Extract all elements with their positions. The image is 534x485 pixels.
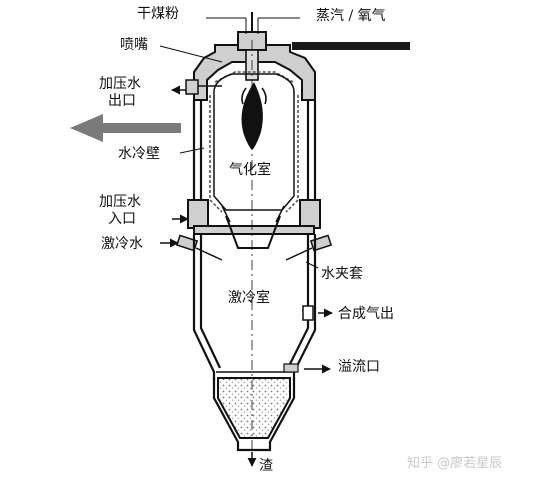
- top-cap: [193, 44, 316, 101]
- slag-hopper-outline: [212, 378, 296, 452]
- slag-label: 渣: [259, 458, 273, 474]
- syngas-outlet-nozzle: [302, 305, 314, 321]
- overflow-port-label: 溢流口: [338, 359, 380, 375]
- throat-nozzle-left: [221, 205, 231, 223]
- gasification-chamber-wall: [213, 73, 295, 211]
- flame-side-right: [261, 87, 267, 105]
- steam-oxygen-pipe: [292, 42, 410, 50]
- quench-vessel: [192, 234, 317, 380]
- nozzle-label: 喷嘴: [120, 37, 148, 53]
- quench-chamber-label: 激冷室: [228, 290, 270, 306]
- throat-cone: [225, 215, 281, 249]
- water-jacket-label: 水夹套: [321, 266, 363, 282]
- pressurized-water-inlet-label-1: 加压水: [99, 194, 141, 210]
- flame-side-left: [241, 87, 247, 105]
- slag-bath: [217, 377, 291, 439]
- syngas-outlet-label: 合成气出: [338, 306, 394, 322]
- quench-water-label: 激冷水: [101, 236, 143, 252]
- pressurized-water-outlet-label-2: 出口: [108, 93, 136, 109]
- syngas-flow-arrow: [70, 114, 181, 142]
- overflow-nozzle: [283, 363, 299, 373]
- watermark: 知乎 @廖若星辰: [407, 456, 503, 471]
- steam-oxygen-label: 蒸汽 / 氧气: [316, 8, 386, 24]
- mid-flange: [187, 199, 321, 235]
- throat-nozzle-right: [275, 205, 285, 223]
- leader-lines: [159, 17, 319, 269]
- gasification-chamber-label: 气化室: [229, 162, 271, 178]
- pressurized-water-inlet-label-2: 入口: [108, 211, 136, 227]
- outlet-flange-left: [185, 79, 199, 95]
- pressurized-water-outlet-label-1: 加压水: [99, 76, 141, 92]
- water-cooled-wall-label: 水冷壁: [118, 146, 160, 162]
- dry-coal-powder-label: 干煤粉: [137, 6, 179, 22]
